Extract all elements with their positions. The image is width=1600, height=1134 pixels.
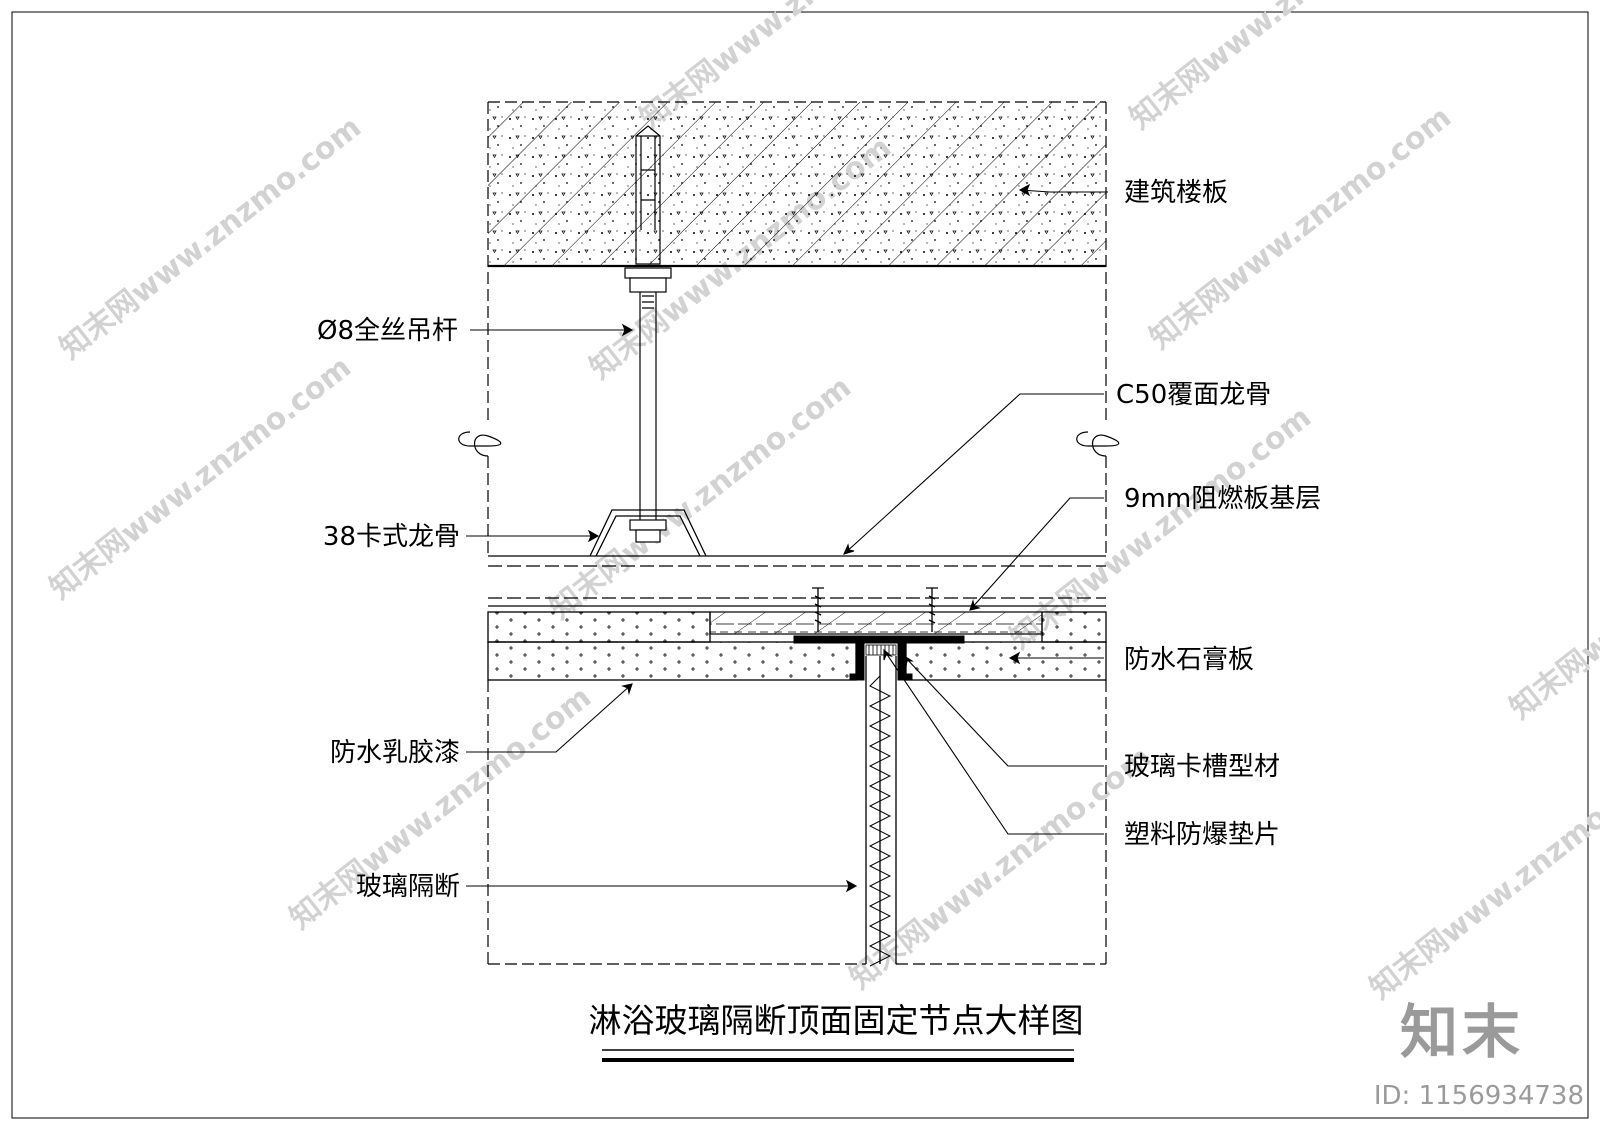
watermark-text: 知末网www.znzmo.com	[1143, 100, 1458, 357]
hanger-rod	[624, 125, 672, 543]
label-glass-channel: 玻璃卡槽型材	[1124, 752, 1280, 782]
screws	[812, 587, 938, 632]
watermark-text: 知末网www.znzmo.com	[843, 740, 1158, 997]
watermark-text: 知末网www.znzmo.com	[1363, 750, 1600, 1007]
label-fire-board: 9mm阻燃板基层	[1124, 484, 1321, 514]
leader-lines	[466, 183, 1108, 893]
glass-partition	[865, 656, 897, 967]
watermark-text: 知末网www.znzmo.com	[543, 370, 858, 627]
plastic-gasket	[865, 644, 897, 656]
fire-retardant-board	[709, 611, 1043, 635]
sheet-border	[11, 11, 1589, 1119]
c50-furring-channel	[488, 555, 1106, 607]
image-id-text: ID: 1156934738	[1374, 1081, 1584, 1111]
label-gypsum-board: 防水石膏板	[1124, 645, 1254, 675]
watermark-text: 知末网www.znzmo.com	[1123, 0, 1438, 136]
glass-channel-profile	[793, 635, 965, 681]
label-c50-channel: C50覆面龙骨	[1116, 380, 1271, 410]
label-hanger-rod: Ø8全丝吊杆	[317, 316, 458, 346]
label-glass-partition: 玻璃隔断	[356, 872, 460, 902]
label-38-channel: 38卡式龙骨	[323, 522, 460, 552]
watermark-text: 知末网www.znzmo.com	[43, 350, 358, 607]
waterproof-gypsum-board	[487, 611, 1107, 681]
label-plastic-gasket: 塑料防爆垫片	[1124, 820, 1280, 850]
label-latex-paint: 防水乳胶漆	[330, 738, 460, 768]
label-building-slab: 建筑楼板	[1124, 178, 1228, 208]
watermark-text: 知末网www.znzmo.com	[1503, 470, 1600, 727]
concrete-slab	[488, 101, 1106, 268]
brand-logo: 知末	[1400, 998, 1524, 1066]
carrying-channel-38	[589, 509, 707, 557]
break-lines	[458, 102, 1120, 965]
drawing-title: 淋浴玻璃隔断顶面固定节点大样图	[589, 1001, 1084, 1040]
